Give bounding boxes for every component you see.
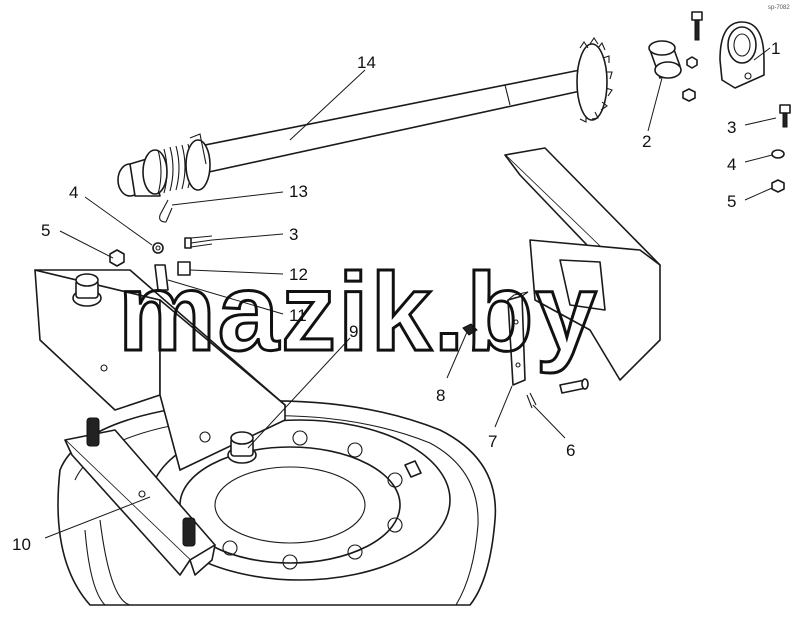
callout-2: 2: [642, 132, 651, 151]
callout-10: 10: [12, 535, 31, 554]
top-fasteners: [682, 11, 703, 102]
callout-5-left: 5: [41, 221, 50, 240]
callout-3-left: 3: [289, 225, 298, 244]
callout-12: 12: [289, 265, 308, 284]
shaft-part-14: [117, 37, 613, 197]
callout-3-right: 3: [727, 118, 736, 137]
callout-13: 13: [289, 182, 308, 201]
bearing-housing-part-1: [719, 21, 765, 89]
pin-part-6: [526, 378, 589, 409]
latch-part-7: [507, 291, 529, 386]
small-fasteners-left: [109, 199, 213, 267]
corner-code: sp-7082: [768, 5, 790, 11]
callout-8: 8: [436, 386, 445, 405]
leader-lines: [44, 47, 777, 539]
spring-coil: [117, 133, 211, 197]
right-fasteners: [771, 104, 791, 193]
watermark-text: mazik.by: [118, 251, 599, 374]
bracket-part-11: [34, 261, 286, 471]
callout-5-right: 5: [727, 192, 736, 211]
callout-4-right: 4: [727, 155, 736, 174]
right-channel-bracket: [504, 147, 661, 381]
callout-14: 14: [357, 53, 376, 72]
bracket-part-10: [64, 417, 216, 576]
bearing-part-2: [648, 40, 682, 79]
callout-4-left: 4: [69, 183, 78, 202]
sprocket: [576, 37, 613, 123]
callout-1: 1: [771, 39, 780, 58]
callout-6: 6: [566, 441, 575, 460]
callout-7: 7: [488, 432, 497, 451]
callout-11: 11: [289, 306, 307, 325]
callout-9: 9: [349, 322, 358, 341]
